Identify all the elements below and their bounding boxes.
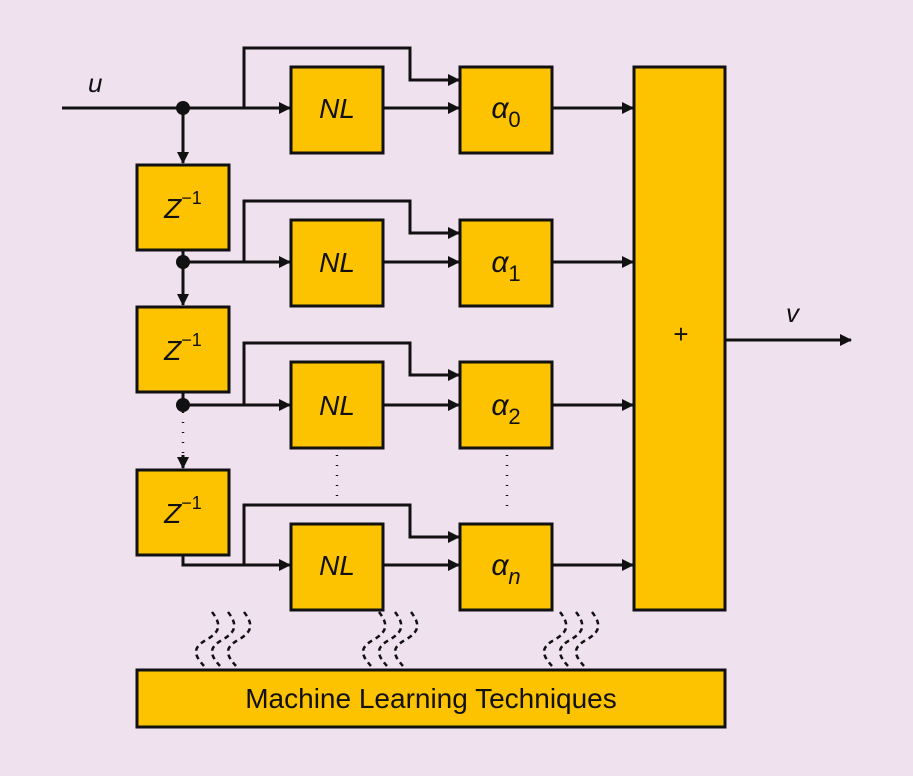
bypass-line (242, 46, 460, 108)
bypass-line (242, 341, 460, 405)
coef-text: α1 (491, 246, 520, 286)
nl-label: NL (319, 550, 355, 581)
sum-symbol: + (673, 319, 688, 349)
sum-text: + (673, 319, 688, 349)
nl-text: NL (319, 247, 355, 278)
nl-text: NL (319, 390, 355, 421)
coef-symbol: α (491, 246, 509, 279)
nl-text: NL (319, 93, 355, 124)
coef-symbol: α (491, 92, 509, 125)
influence-wave (226, 611, 252, 667)
delay-exponent: −1 (181, 188, 202, 208)
coef-symbol: α (491, 549, 509, 582)
influence-wave (542, 611, 568, 667)
delay-exponent: −1 (181, 330, 202, 350)
row2-input (181, 392, 291, 411)
junction-dot (176, 398, 190, 412)
ml-text: Machine Learning Techniques (245, 683, 617, 714)
delay-base: Z (163, 193, 182, 224)
nl-text: NL (319, 550, 355, 581)
input-label: u (88, 68, 102, 98)
ml-block (135, 668, 727, 729)
ml-label: Machine Learning Techniques (245, 683, 617, 714)
coef-subscript: 1 (508, 261, 520, 286)
junction-dot (176, 255, 190, 269)
coef-symbol: α (491, 389, 509, 422)
influence-wave (574, 611, 600, 667)
coef-subscript: n (508, 564, 520, 589)
delay-block (135, 163, 231, 252)
delay-base: Z (163, 498, 182, 529)
influence-wave (377, 611, 403, 667)
row1-input (181, 250, 291, 268)
junction-dot (176, 101, 190, 115)
delay-label: Z−1 (163, 330, 202, 366)
influence-wave (361, 611, 387, 667)
nonlinear-block (289, 218, 385, 308)
nonlinear-block (289, 65, 385, 155)
coefficient-block (458, 218, 554, 308)
delay-label: Z−1 (163, 493, 202, 529)
coef-text: α0 (491, 92, 520, 132)
delay-exponent: −1 (181, 493, 202, 513)
delay-label: Z−1 (163, 188, 202, 224)
bypass-line (242, 503, 460, 565)
delay-base: Z (163, 335, 182, 366)
delay-block (135, 305, 231, 394)
sum-block (632, 65, 727, 612)
coef-subscript: 2 (508, 404, 520, 429)
nonlinear-block (289, 522, 385, 612)
nl-label: NL (319, 247, 355, 278)
nl-label: NL (319, 93, 355, 124)
coef-subscript: 0 (508, 107, 520, 132)
nl-label: NL (319, 390, 355, 421)
delay-block (135, 468, 231, 557)
coef-text: αn (491, 549, 520, 589)
coefficient-block (458, 65, 554, 155)
coefficient-block (458, 522, 554, 612)
bypass-line (242, 199, 460, 262)
influence-wave (194, 611, 220, 667)
row3-input (181, 556, 291, 571)
output-label: v (786, 298, 801, 328)
influence-wave (210, 611, 236, 667)
influence-wave (393, 611, 419, 667)
coef-text: α2 (491, 389, 520, 429)
coefficient-block (458, 360, 554, 450)
influence-wave (558, 611, 584, 667)
nonlinear-block (289, 360, 385, 450)
